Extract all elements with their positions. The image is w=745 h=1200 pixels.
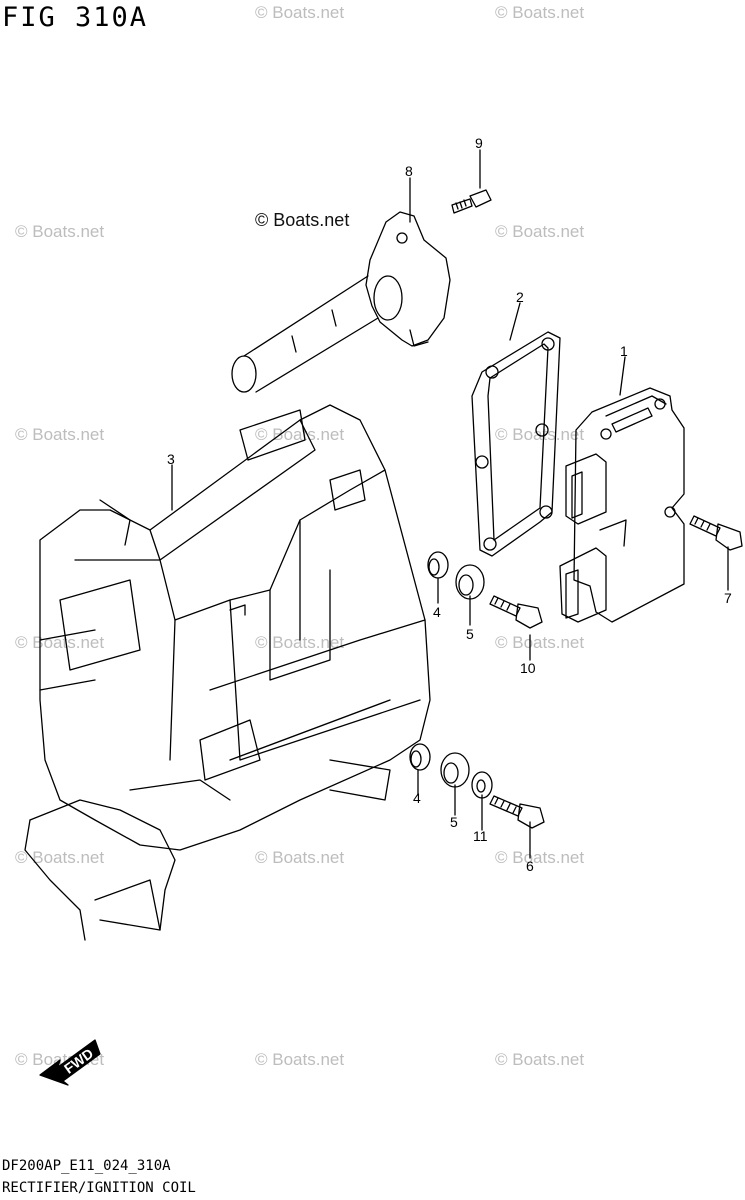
- callout-2: 2: [516, 289, 524, 305]
- fwd-label: FWD: [61, 1045, 96, 1077]
- part-3-bracket: [24, 404, 431, 941]
- part-4-collar-lower: [409, 743, 431, 771]
- watermark: © Boats.net: [255, 1050, 345, 1069]
- watermark: © Boats.net: [15, 848, 105, 867]
- callout-4b: 4: [413, 790, 421, 806]
- part-9-bolt: [451, 189, 492, 214]
- watermark: © Boats.net: [15, 425, 105, 444]
- watermark: © Boats.net: [495, 425, 585, 444]
- watermark: © Boats.net: [255, 633, 345, 652]
- watermark: © Boats.net: [255, 848, 345, 867]
- part-8-ignition-coil: [231, 211, 451, 393]
- fwd-arrow: [39, 1039, 101, 1086]
- watermark: © Boats.net: [255, 3, 345, 22]
- part-4-collar-upper: [427, 551, 449, 579]
- callout-7: 7: [724, 590, 732, 606]
- watermark: © Boats.net: [15, 633, 105, 652]
- part-5-grommet-lower: [440, 752, 470, 788]
- watermark: © Boats.net: [15, 222, 105, 241]
- part-6-bolt: [489, 795, 545, 829]
- diagram-title: RECTIFIER/IGNITION COIL: [2, 1180, 196, 1196]
- callout-5b: 5: [450, 814, 458, 830]
- callout-9: 9: [475, 135, 483, 151]
- part-2-gasket: [471, 331, 561, 557]
- callout-5: 5: [466, 626, 474, 642]
- part-7-bolt: [689, 515, 743, 551]
- watermark: © Boats.net: [495, 848, 585, 867]
- callout-6: 6: [526, 858, 534, 874]
- watermark: © Boats.net: [255, 425, 345, 444]
- callout-8: 8: [405, 163, 413, 179]
- watermark-main: © Boats.net: [255, 210, 350, 230]
- watermark: © Boats.net: [495, 1050, 585, 1069]
- callout-10: 10: [520, 660, 536, 676]
- callout-11: 11: [473, 828, 488, 844]
- diagram-code: DF200AP_E11_024_310A: [2, 1158, 171, 1174]
- part-10-bolt: [489, 595, 543, 629]
- watermark: © Boats.net: [495, 3, 585, 22]
- figure-title: FIG 310A: [2, 2, 149, 33]
- watermark: © Boats.net: [495, 222, 585, 241]
- callout-1: 1: [620, 343, 628, 359]
- callout-4: 4: [433, 604, 441, 620]
- watermark: © Boats.net: [495, 633, 585, 652]
- part-11-washer: [471, 771, 493, 799]
- part-5-grommet-upper: [455, 564, 485, 600]
- part-1-rectifier: [559, 387, 685, 623]
- callout-3: 3: [167, 451, 175, 467]
